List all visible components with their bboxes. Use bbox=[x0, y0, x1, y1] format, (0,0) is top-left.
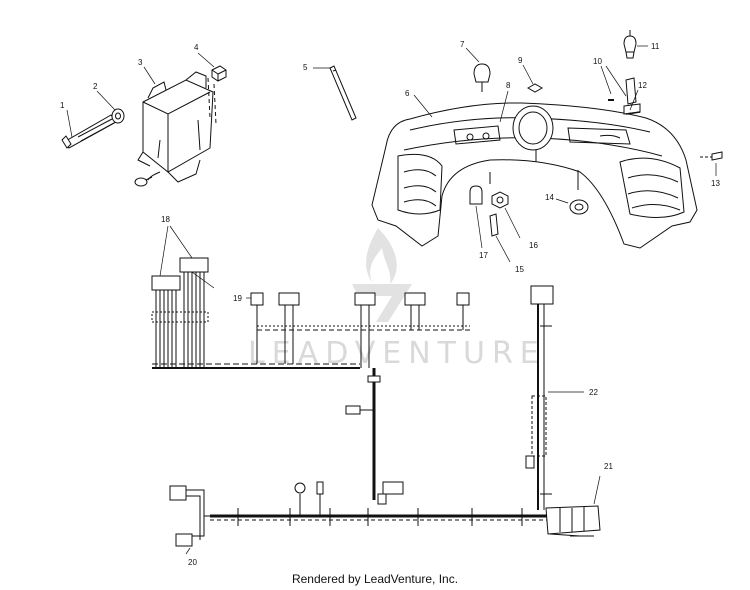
callout-4: 4 bbox=[194, 43, 199, 52]
callout-18: 18 bbox=[161, 215, 170, 224]
callout-20: 20 bbox=[188, 558, 197, 567]
callout-22: 22 bbox=[589, 388, 598, 397]
part-15-bulb-socket bbox=[489, 213, 499, 237]
callout-16: 16 bbox=[529, 241, 538, 250]
part-7-knob bbox=[473, 63, 491, 92]
callout-12: 12 bbox=[638, 81, 647, 90]
part-2-washer bbox=[111, 108, 125, 124]
part-3-control-module bbox=[137, 71, 217, 183]
part-9-lens bbox=[526, 83, 544, 93]
callout-15: 15 bbox=[515, 265, 524, 274]
ground-lead bbox=[134, 171, 161, 187]
callout-14: 14 bbox=[545, 193, 554, 202]
wiring-harness bbox=[151, 257, 601, 547]
callout-19: 19 bbox=[233, 294, 242, 303]
callout-2: 2 bbox=[93, 82, 98, 91]
callout-13: 13 bbox=[711, 179, 720, 188]
callout-3: 3 bbox=[138, 58, 143, 67]
callout-17: 17 bbox=[479, 251, 488, 260]
part-4-nut bbox=[211, 65, 227, 82]
part-16-socket-nut bbox=[491, 191, 509, 209]
part-12-switch bbox=[623, 77, 641, 115]
part-14-grommet bbox=[569, 199, 589, 215]
part-1-bolt bbox=[61, 114, 117, 149]
watermark-text: LEADVENTURE bbox=[248, 336, 546, 371]
callout-10: 10 bbox=[593, 57, 602, 66]
render-credit: Rendered by LeadVenture, Inc. bbox=[291, 572, 459, 586]
callout-7: 7 bbox=[460, 40, 465, 49]
callout-8: 8 bbox=[506, 81, 511, 90]
callout-6: 6 bbox=[405, 89, 410, 98]
callout-9: 9 bbox=[518, 56, 523, 65]
callout-5: 5 bbox=[303, 63, 308, 72]
callout-1: 1 bbox=[60, 101, 65, 110]
part-6-dash-pod bbox=[371, 102, 698, 249]
callout-labels: 1 2 3 4 5 6 7 8 9 10 11 12 13 14 15 16 1… bbox=[60, 40, 720, 567]
part-17-indicator bbox=[469, 185, 483, 205]
part-10-lamp-leads bbox=[608, 99, 641, 115]
part-5-cable-tie bbox=[329, 65, 357, 121]
part-11-bulb bbox=[623, 30, 637, 59]
callout-11: 11 bbox=[651, 42, 660, 51]
callout-21: 21 bbox=[604, 462, 613, 471]
part-13-screw bbox=[700, 151, 723, 161]
